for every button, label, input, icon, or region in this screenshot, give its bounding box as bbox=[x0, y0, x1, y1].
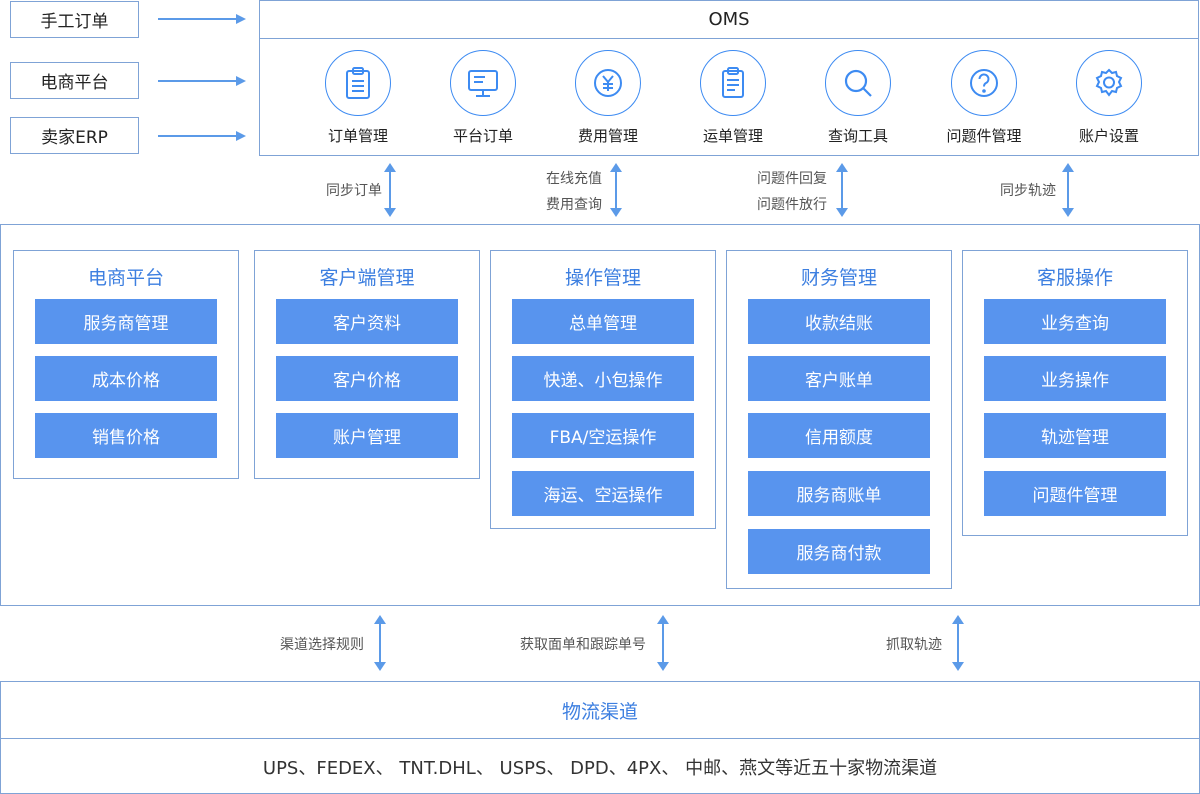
top-connector-label-1: 同步订单 bbox=[326, 183, 382, 199]
top-connector-arrow-3 bbox=[836, 163, 848, 217]
source-arrow-1 bbox=[158, 14, 246, 24]
oms-item-platform-order[interactable]: 平台订单 bbox=[433, 50, 533, 146]
bottom-connector-label-3: 抓取轨迹 bbox=[886, 637, 942, 653]
source-arrow-3 bbox=[158, 131, 246, 141]
module-item-service-provider[interactable]: 服务商管理 bbox=[35, 299, 217, 344]
logistics-panel: 物流渠道 UPS、FEDEX、 TNT.DHL、 USPS、 DPD、4PX、 … bbox=[0, 681, 1200, 794]
module-item-problem-management[interactable]: 问题件管理 bbox=[984, 471, 1166, 516]
waybill-clipboard-icon bbox=[700, 50, 766, 116]
source-arrow-2 bbox=[158, 76, 246, 86]
module-item-client-price[interactable]: 客户价格 bbox=[276, 356, 458, 401]
module-item-tracking-management[interactable]: 轨迹管理 bbox=[984, 413, 1166, 458]
logistics-title: 物流渠道 bbox=[1, 682, 1199, 739]
oms-item-problem-management[interactable]: 问题件管理 bbox=[934, 50, 1034, 146]
module-item-sea-air[interactable]: 海运、空运操作 bbox=[512, 471, 694, 516]
module-item-client-bill[interactable]: 客户账单 bbox=[748, 356, 930, 401]
bottom-connector-arrow-1 bbox=[374, 615, 386, 671]
bottom-connector-arrow-2 bbox=[657, 615, 669, 671]
module-item-business-query[interactable]: 业务查询 bbox=[984, 299, 1166, 344]
module-item-express-parcel[interactable]: 快递、小包操作 bbox=[512, 356, 694, 401]
clipboard-list-icon bbox=[325, 50, 391, 116]
oms-item-account-settings[interactable]: 账户设置 bbox=[1059, 50, 1159, 146]
module-customer-service: 客服操作 业务查询 业务操作 轨迹管理 问题件管理 bbox=[962, 250, 1188, 536]
yen-coin-icon bbox=[575, 50, 641, 116]
module-item-master-order[interactable]: 总单管理 bbox=[512, 299, 694, 344]
bottom-connector-label-2: 获取面单和跟踪单号 bbox=[520, 637, 646, 653]
top-connector-arrow-4 bbox=[1062, 163, 1074, 217]
source-manual-order: 手工订单 bbox=[10, 1, 139, 38]
module-item-business-operation[interactable]: 业务操作 bbox=[984, 356, 1166, 401]
oms-item-query-tools[interactable]: 查询工具 bbox=[808, 50, 908, 146]
module-item-sales-price[interactable]: 销售价格 bbox=[35, 413, 217, 458]
module-finance-management: 财务管理 收款结账 客户账单 信用额度 服务商账单 服务商付款 bbox=[726, 250, 952, 589]
module-item-provider-bill[interactable]: 服务商账单 bbox=[748, 471, 930, 516]
module-item-fba-air[interactable]: FBA/空运操作 bbox=[512, 413, 694, 458]
module-item-account-management[interactable]: 账户管理 bbox=[276, 413, 458, 458]
top-connector-arrow-1 bbox=[384, 163, 396, 217]
bottom-connector-label-1: 渠道选择规则 bbox=[280, 637, 364, 653]
search-icon bbox=[825, 50, 891, 116]
tms-modules-panel: 电商平台 服务商管理 成本价格 销售价格 客户端管理 客户资料 客户价格 账户管… bbox=[0, 224, 1200, 606]
monitor-icon bbox=[450, 50, 516, 116]
module-client-management: 客户端管理 客户资料 客户价格 账户管理 bbox=[254, 250, 480, 479]
top-connector-arrow-2 bbox=[610, 163, 622, 217]
source-seller-erp: 卖家ERP bbox=[10, 117, 139, 154]
module-operations-management: 操作管理 总单管理 快递、小包操作 FBA/空运操作 海运、空运操作 bbox=[490, 250, 716, 529]
module-item-client-profile[interactable]: 客户资料 bbox=[276, 299, 458, 344]
oms-item-waybill-management[interactable]: 运单管理 bbox=[683, 50, 783, 146]
source-ecommerce-platform: 电商平台 bbox=[10, 62, 139, 99]
gear-icon bbox=[1076, 50, 1142, 116]
oms-item-fee-management[interactable]: 费用管理 bbox=[558, 50, 658, 146]
oms-title: OMS bbox=[260, 1, 1198, 39]
top-connector-label-3: 问题件回复 问题件放行 bbox=[757, 171, 827, 213]
module-ecommerce-platform: 电商平台 服务商管理 成本价格 销售价格 bbox=[13, 250, 239, 479]
bottom-connector-arrow-3 bbox=[952, 615, 964, 671]
module-item-cost-price[interactable]: 成本价格 bbox=[35, 356, 217, 401]
module-item-collection-settlement[interactable]: 收款结账 bbox=[748, 299, 930, 344]
oms-panel: OMS 订单管理 平台订单 bbox=[259, 0, 1199, 156]
top-connector-label-2: 在线充值 费用查询 bbox=[546, 171, 602, 213]
top-connector-label-4: 同步轨迹 bbox=[1000, 183, 1056, 199]
logistics-description: UPS、FEDEX、 TNT.DHL、 USPS、 DPD、4PX、 中邮、燕文… bbox=[262, 757, 938, 779]
module-item-provider-payment[interactable]: 服务商付款 bbox=[748, 529, 930, 574]
oms-item-order-management[interactable]: 订单管理 bbox=[308, 50, 408, 146]
question-icon bbox=[951, 50, 1017, 116]
module-item-credit-limit[interactable]: 信用额度 bbox=[748, 413, 930, 458]
